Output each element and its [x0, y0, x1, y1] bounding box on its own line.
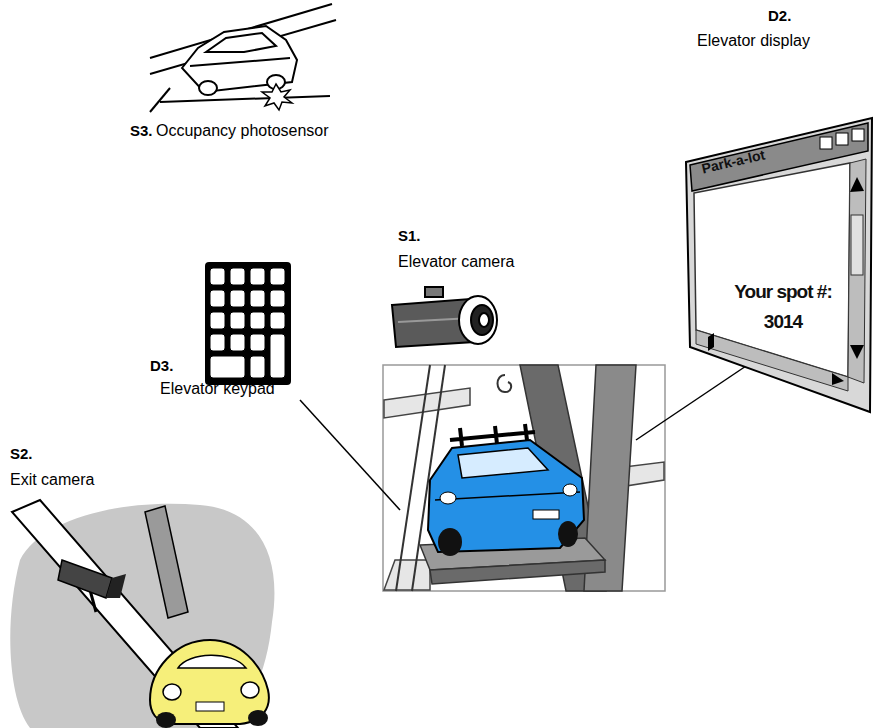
callout-number: S2. — [10, 446, 33, 463]
part-name: Elevator display — [697, 32, 810, 50]
part-name: Exit camera — [10, 471, 94, 489]
callout-number: S1. — [398, 228, 421, 245]
part-name: Elevator camera — [398, 253, 515, 271]
scroll-thumb — [851, 215, 863, 275]
part-name: Elevator keypad — [160, 380, 275, 398]
scrollbar — [696, 330, 848, 391]
scroll-arrow — [708, 333, 714, 351]
parking-illustration — [150, 4, 336, 112]
part-name: Occupancy photosensor — [156, 122, 329, 140]
window-titlebar — [690, 123, 868, 191]
window-button — [836, 133, 848, 145]
camera-symbol — [392, 287, 497, 347]
scroll-arrow — [850, 177, 864, 192]
display-message: Your spot #: 3014 — [726, 277, 840, 338]
elevator-illustration — [383, 365, 665, 591]
exit-illustration — [10, 500, 274, 728]
callout-number: D3. — [150, 358, 173, 375]
scroll-arrow — [832, 373, 844, 385]
window-button — [852, 129, 864, 141]
display-window: Park-a-lotYour spot #: 3014 — [680, 115, 875, 415]
callout-number: D2. — [768, 8, 791, 25]
callout-number: S3. — [130, 123, 153, 140]
leader-line — [636, 362, 752, 440]
scroll-arrow — [850, 345, 864, 359]
window-button — [820, 137, 832, 149]
keypad-symbol — [205, 262, 291, 385]
leader-line — [300, 400, 400, 510]
scrollbar — [848, 159, 866, 383]
window-frame — [686, 118, 872, 412]
